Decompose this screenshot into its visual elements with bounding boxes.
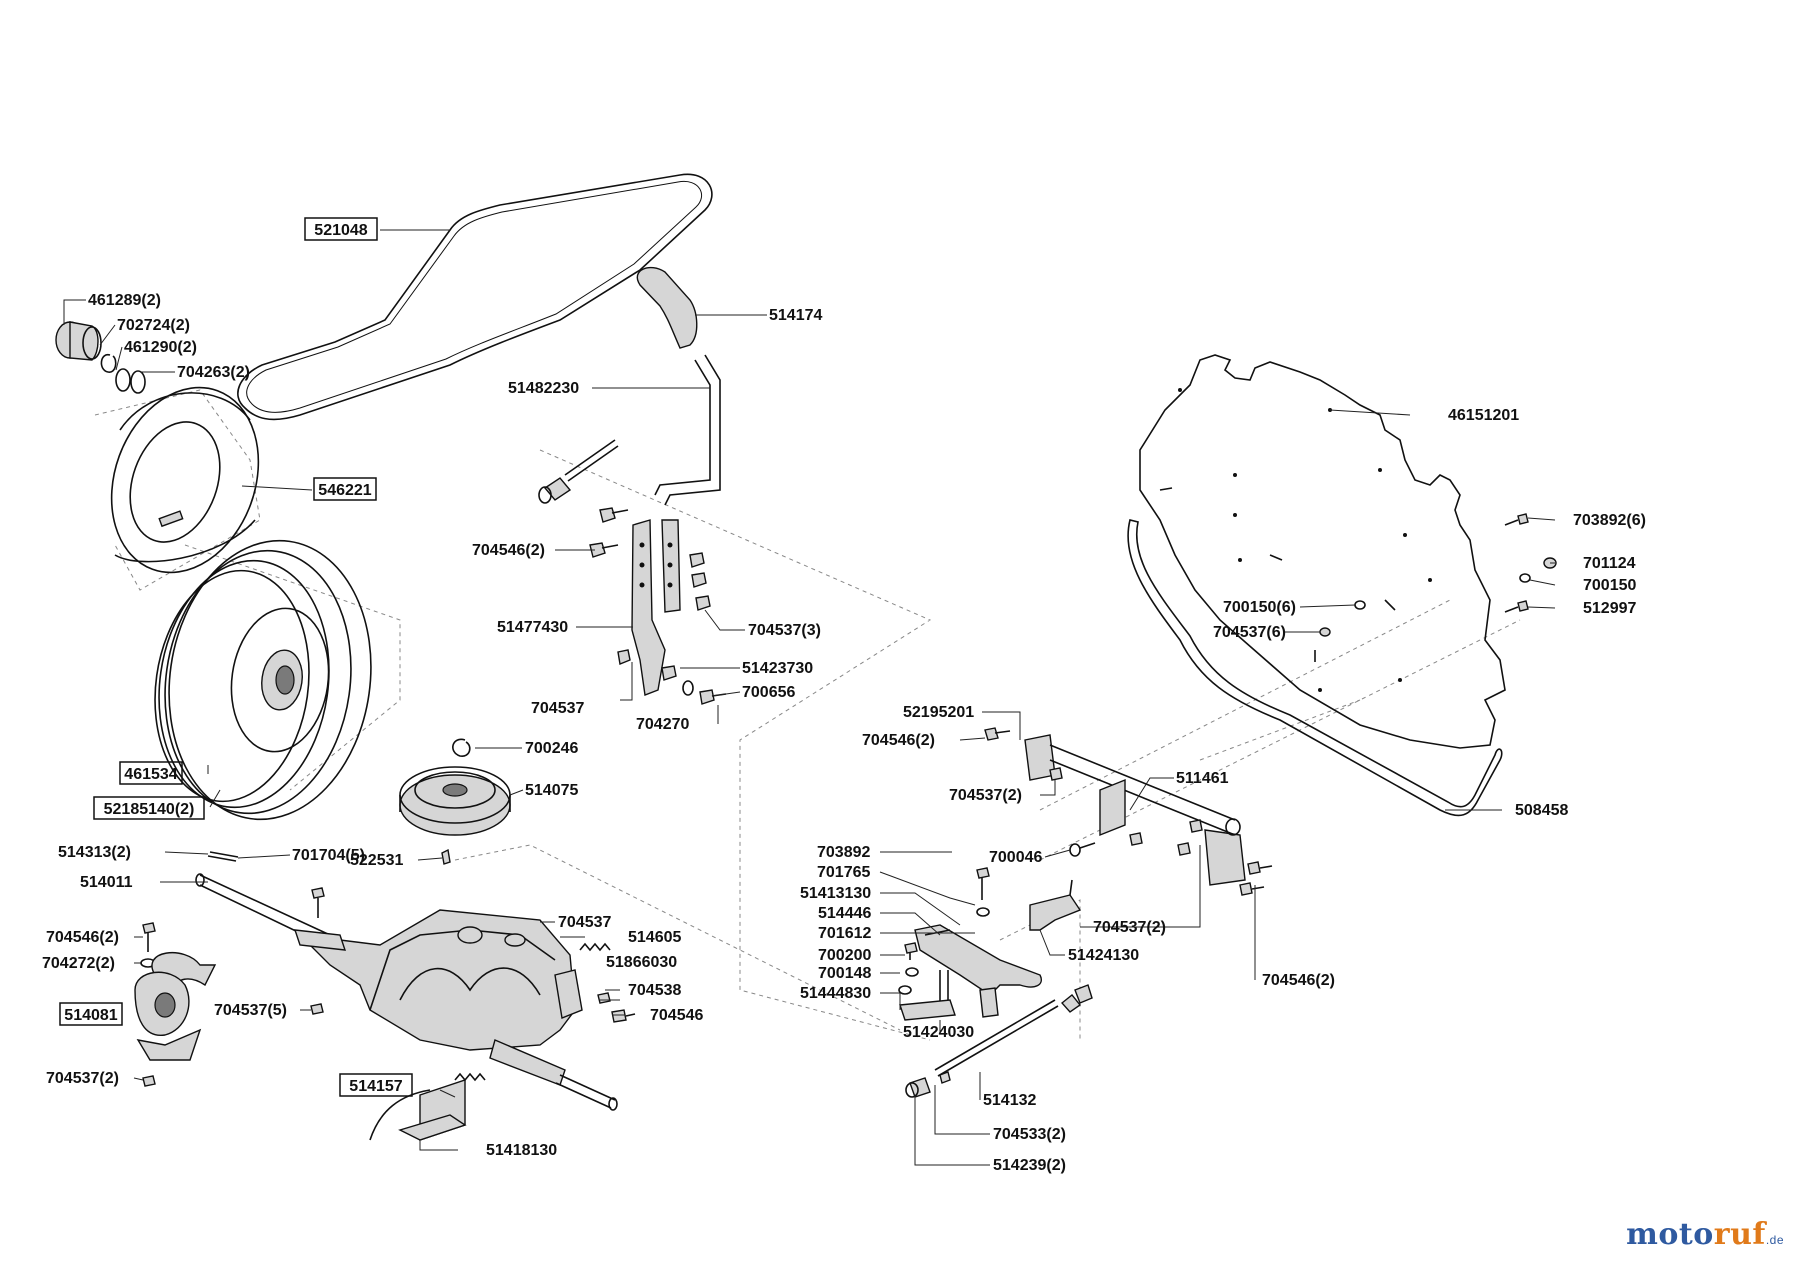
label-700046: 700046	[989, 849, 1042, 866]
label-700656: 700656	[742, 684, 795, 701]
control-rod	[905, 984, 1093, 1098]
label-51423730: 51423730	[742, 660, 813, 677]
label-514313: 514313(2)	[58, 844, 131, 861]
label-704263: 704263(2)	[177, 364, 250, 381]
cable-bracket	[369, 1072, 486, 1141]
label-46151201: 46151201	[1448, 407, 1519, 424]
label-51477430: 51477430	[497, 619, 568, 636]
label-704537-2-right: 704537(2)	[1093, 919, 1166, 936]
label-508458: 508458	[1515, 802, 1568, 819]
rear-wheel	[154, 539, 372, 821]
washer-2	[130, 370, 146, 394]
brand-logo: motoruf.de	[1626, 1217, 1784, 1252]
crossbar-fasteners	[984, 727, 1273, 896]
label-461534: 461534	[124, 766, 177, 783]
label-704546-axle: 704546(2)	[46, 929, 119, 946]
label-704546-lever: 704546(2)	[472, 542, 545, 559]
cable-end	[538, 439, 619, 504]
label-546221: 546221	[318, 482, 371, 499]
key	[441, 848, 451, 865]
label-702724: 702724(2)	[117, 317, 190, 334]
label-514174: 514174	[769, 307, 822, 324]
label-700150: 700150	[1583, 577, 1636, 594]
pins	[207, 851, 239, 862]
label-51418130: 51418130	[486, 1142, 557, 1159]
part-labels: 521048 461289(2) 702724(2) 461290(2) 704…	[42, 217, 1646, 1174]
label-51424030: 51424030	[903, 1024, 974, 1041]
label-704537-5: 704537(5)	[214, 1002, 287, 1019]
label-514157: 514157	[349, 1078, 402, 1095]
label-514081: 514081	[64, 1007, 117, 1024]
label-51424130: 51424130	[1068, 947, 1139, 964]
linkage-arm	[914, 879, 1082, 996]
washer	[115, 368, 131, 392]
snap-ring	[100, 353, 117, 373]
label-704546-transaxle: 704546	[650, 1007, 703, 1024]
label-514075: 514075	[525, 782, 578, 799]
label-51413130: 51413130	[800, 885, 871, 902]
spring	[579, 942, 611, 952]
label-514239: 514239(2)	[993, 1157, 1066, 1174]
floor-strip	[1127, 519, 1503, 817]
label-704546-2-right: 704546(2)	[1262, 972, 1335, 989]
lever-bracket	[631, 519, 681, 696]
transaxle	[293, 909, 618, 1111]
label-704546-crossbar: 704546(2)	[862, 732, 935, 749]
label-704537-2-crossbar: 704537(2)	[949, 787, 1022, 804]
label-514605: 514605	[628, 929, 681, 946]
label-704537-lever: 704537	[531, 700, 584, 717]
hub-bushing	[55, 321, 102, 361]
label-461290: 461290(2)	[124, 339, 197, 356]
label-704538: 704538	[628, 982, 681, 999]
axle-bearing	[134, 951, 217, 1061]
leader-lines	[63, 229, 1556, 1166]
label-514132: 514132	[983, 1092, 1036, 1109]
label-703892-6: 703892(6)	[1573, 512, 1646, 529]
label-704537-transaxle: 704537	[558, 914, 611, 931]
label-701124: 701124	[1583, 555, 1636, 572]
label-52195201: 52195201	[903, 704, 974, 721]
label-704537-2-axle: 704537(2)	[46, 1070, 119, 1087]
front-wheel	[110, 386, 260, 574]
label-461289: 461289(2)	[88, 292, 161, 309]
label-701765: 701765	[817, 864, 870, 881]
small-bolts-transaxle	[140, 887, 636, 1087]
bolts-nuts-lever	[589, 507, 727, 705]
snap-ring-2	[452, 738, 471, 757]
label-704272: 704272(2)	[42, 955, 115, 972]
pulley	[399, 766, 511, 836]
v-belt	[237, 173, 713, 421]
label-522531: 522531	[350, 852, 403, 869]
label-704270: 704270	[636, 716, 689, 733]
label-51866030: 51866030	[606, 954, 677, 971]
label-704533: 704533(2)	[993, 1126, 1066, 1143]
label-703892: 703892	[817, 844, 870, 861]
label-51482230: 51482230	[508, 380, 579, 397]
label-700246: 700246	[525, 740, 578, 757]
label-701612: 701612	[818, 925, 871, 942]
label-51444830: 51444830	[800, 985, 871, 1002]
label-701704: 701704(5)	[292, 847, 365, 864]
plate-fasteners	[1319, 513, 1557, 637]
label-521048: 521048	[314, 222, 367, 239]
linkage-small-parts	[898, 867, 999, 1021]
label-700200: 700200	[818, 947, 871, 964]
label-704537-3: 704537(3)	[748, 622, 821, 639]
label-514446: 514446	[818, 905, 871, 922]
label-700150-6: 700150(6)	[1223, 599, 1296, 616]
label-700148: 700148	[818, 965, 871, 982]
floor-plate	[1139, 354, 1506, 749]
shift-lever	[636, 267, 721, 506]
label-511461: 511461	[1176, 770, 1229, 787]
label-704537-6: 704537(6)	[1213, 624, 1286, 641]
pedal-crossbar	[1024, 734, 1246, 886]
label-512997: 512997	[1583, 600, 1636, 617]
label-514011: 514011	[80, 874, 133, 891]
label-52185140: 52185140(2)	[104, 801, 195, 818]
